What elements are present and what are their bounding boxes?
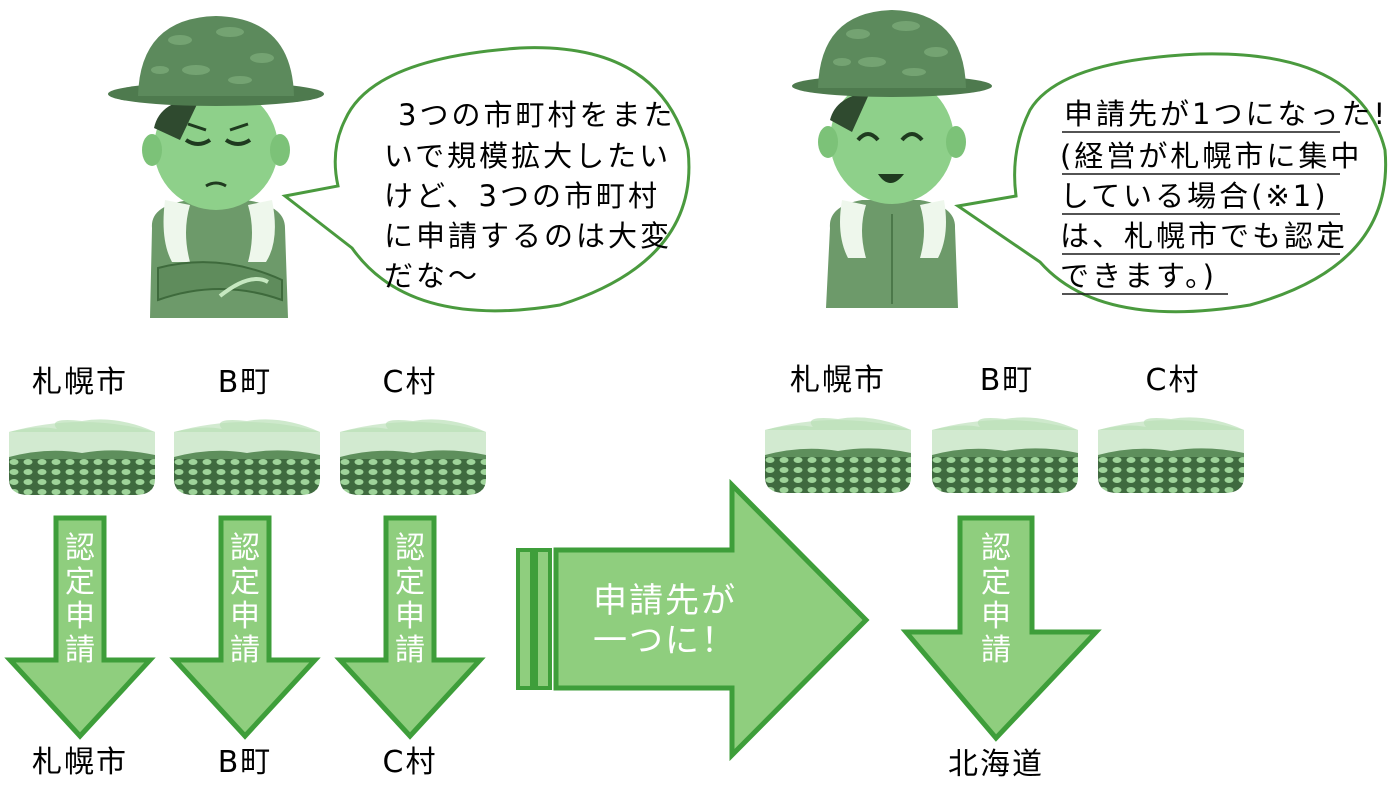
right-arrow-icon (516, 478, 870, 762)
arrow-char: 請 (981, 633, 1011, 668)
farmer-worried-icon (108, 16, 324, 318)
municipality-label: 札幌市 (32, 745, 128, 780)
arrow-char: 申 (395, 599, 425, 634)
arrow-char: 認 (65, 531, 95, 566)
farm-field-icon (1098, 417, 1244, 493)
municipality-label: C村 (383, 365, 438, 400)
arrow-char: 定 (395, 565, 425, 600)
arrow-char: 認 (395, 531, 425, 566)
speech-bubble-right (954, 52, 1388, 314)
speech-line: 3つの市町村をまた (398, 98, 675, 132)
arrow-char: 認 (981, 531, 1011, 566)
speech-bubble-left (281, 46, 691, 313)
farm-field-icon (932, 417, 1078, 493)
speech-line: けど、3つの市町村 (384, 179, 660, 213)
municipality-label: B町 (218, 745, 273, 780)
arrow-char: 請 (65, 633, 95, 668)
down-arrow-icon (900, 515, 1102, 742)
farm-field-icon (174, 419, 320, 495)
destination-label: 北海道 (948, 747, 1044, 782)
arrow-label: 認定申請 (65, 531, 95, 668)
speech-line: だな〜 (384, 259, 480, 293)
speech-line: いで規模拡大したい (384, 139, 671, 173)
speech-line: している場合(※1) (1060, 179, 1329, 213)
farmer-happy-icon (792, 10, 992, 308)
farm-field-icon (9, 419, 155, 495)
municipality-label: 札幌市 (32, 365, 128, 400)
farm-field-icon (340, 419, 486, 495)
middle-arrow-text: 一つに！ (593, 621, 737, 661)
municipality-label: B町 (218, 365, 273, 400)
arrow-char: 申 (65, 599, 95, 634)
speech-line: (経営が札幌市に集中 (1060, 139, 1362, 173)
middle-arrow-text: 申請先が (593, 581, 737, 621)
speech-line: 申請先が1つになった! (1064, 97, 1388, 131)
municipality-label: B町 (980, 363, 1035, 398)
arrow-char: 申 (230, 599, 260, 634)
municipality-label: 札幌市 (790, 363, 886, 398)
arrow-char: 請 (230, 633, 260, 668)
speech-line: に申請するのは大変 (384, 219, 672, 253)
speech-underlines (1062, 131, 1340, 295)
municipality-label: C村 (383, 745, 438, 780)
arrow-char: 定 (65, 565, 95, 600)
municipality-label: C村 (1146, 363, 1201, 398)
arrow-label: 認定申請 (395, 531, 425, 668)
arrow-char: 申 (981, 599, 1011, 634)
arrow-char: 認 (230, 531, 260, 566)
arrow-char: 請 (395, 633, 425, 668)
arrow-label: 認定申請 (981, 531, 1011, 668)
speech-line: できます。) (1060, 259, 1217, 293)
arrow-char: 定 (230, 565, 260, 600)
arrow-char: 定 (981, 565, 1011, 600)
farm-field-icon (765, 417, 911, 493)
arrow-label: 認定申請 (230, 531, 260, 668)
speech-text-left: 3つの市町村をまた いで規模拡大したい けど、3つの市町村 に申請するのは大変 … (384, 98, 675, 293)
speech-line: は、札幌市でも認定 (1060, 219, 1348, 253)
speech-text-right: 申請先が1つになった! (経営が札幌市に集中 している場合(※1) は、札幌市で… (1060, 97, 1388, 293)
